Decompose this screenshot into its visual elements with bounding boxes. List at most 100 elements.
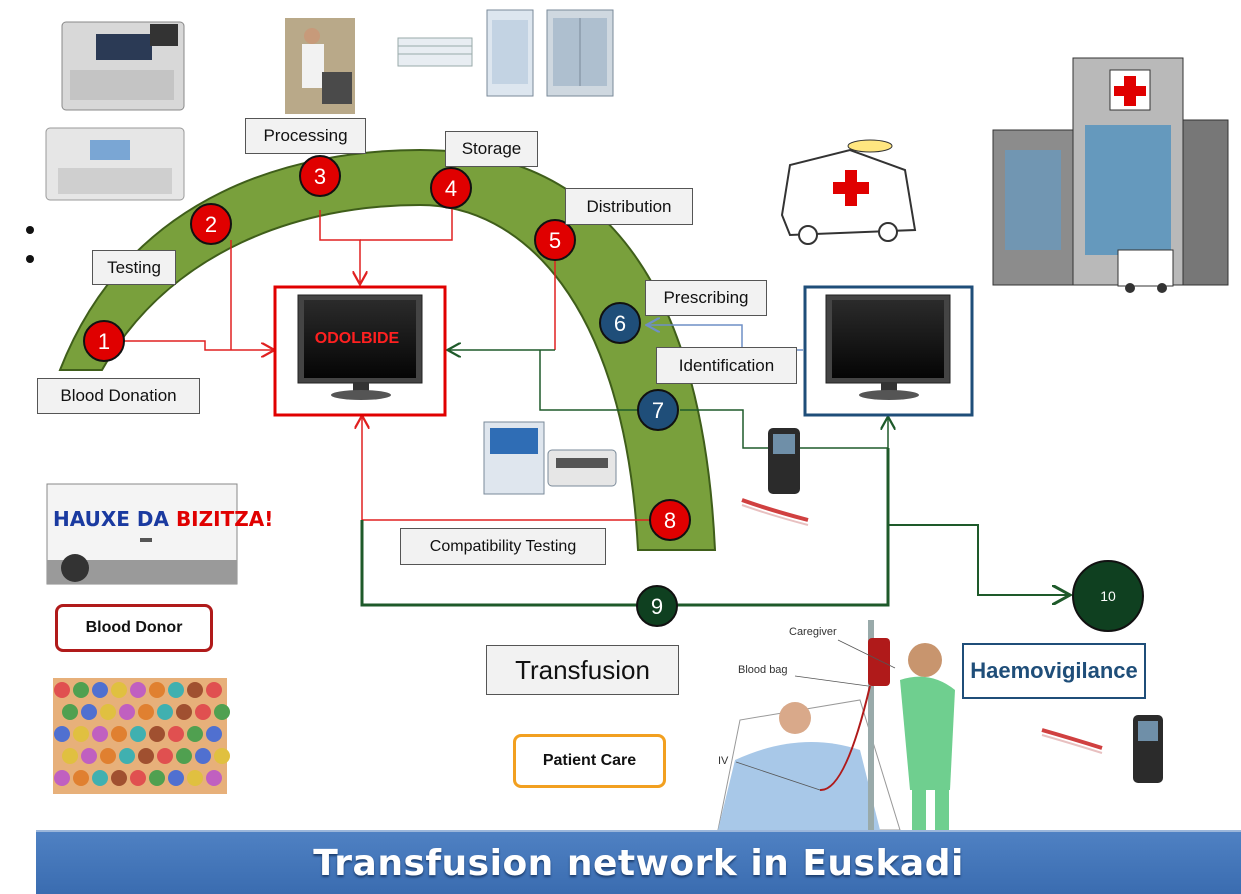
crowd-face	[119, 704, 135, 720]
label-blood-donor: Blood Donor	[55, 604, 213, 652]
haemo-scanner-icon	[1133, 715, 1163, 783]
step-9-number: 9	[651, 594, 663, 619]
crowd-face	[92, 682, 108, 698]
crowd-face	[168, 770, 184, 786]
step-7-circle	[637, 389, 679, 431]
step-1-circle	[83, 320, 125, 362]
step-2-number: 2	[205, 212, 217, 237]
caption-caregiver: Caregiver	[789, 626, 837, 638]
ambulance-icon	[780, 139, 917, 245]
crowd-face	[138, 704, 154, 720]
crowd-face	[54, 770, 70, 786]
plasma-racks-icon	[397, 37, 473, 67]
crowd-face	[100, 748, 116, 764]
footer-banner: Transfusion network in Euskadi	[36, 830, 1241, 894]
label-haemovigilance: Haemovigilance	[962, 643, 1146, 699]
crowd-face	[62, 704, 78, 720]
donation-bus-icon	[46, 483, 238, 585]
hospital-monitor-icon	[825, 294, 951, 400]
step-8-number: 8	[664, 508, 676, 533]
step-3-number: 3	[314, 164, 326, 189]
crowd-face	[187, 770, 203, 786]
haemo-wristband-icon	[1041, 728, 1103, 754]
crowd-face	[195, 704, 211, 720]
odolbide-screen-text: ODOLBIDE	[315, 330, 400, 347]
crowd-face	[206, 726, 222, 742]
crowd-face	[168, 726, 184, 742]
step-1-number: 1	[98, 329, 110, 354]
crowd-face	[157, 704, 173, 720]
step-9-circle	[636, 585, 678, 627]
label-storage: Storage	[445, 131, 538, 167]
crowd-face	[62, 748, 78, 764]
crowd-face	[130, 682, 146, 698]
label-transfusion: Transfusion	[486, 645, 679, 695]
step-6-number: 6	[614, 311, 626, 336]
crowd-face	[176, 748, 192, 764]
hospital-icon	[992, 57, 1229, 293]
edge-dot-bottom	[26, 255, 34, 263]
crowd-face	[214, 748, 230, 764]
crowd-face	[187, 682, 203, 698]
analyzer-top-icon	[61, 21, 185, 111]
step-5-number: 5	[549, 228, 561, 253]
crowd-face	[81, 748, 97, 764]
crowd-face	[100, 704, 116, 720]
crowd-face	[54, 726, 70, 742]
crowd-face	[130, 726, 146, 742]
step-6-circle	[599, 302, 641, 344]
label-distribution: Distribution	[565, 188, 693, 225]
green-connectors	[360, 350, 1068, 607]
label-identification: Identification	[656, 347, 797, 384]
crowd-face	[81, 704, 97, 720]
crowd-face	[138, 748, 154, 764]
freezer-icon	[546, 9, 614, 97]
step-3-circle	[299, 155, 341, 197]
label-prescribing: Prescribing	[645, 280, 767, 316]
crowd-face	[111, 770, 127, 786]
crowd-face	[176, 704, 192, 720]
page-title: Transfusion network in Euskadi	[313, 842, 964, 884]
crowd-face	[111, 726, 127, 742]
edge-dot-top	[26, 226, 34, 234]
crowd-face	[168, 682, 184, 698]
crowd-face	[73, 726, 89, 742]
step-5-circle	[534, 219, 576, 261]
patient-scene-icon	[717, 620, 955, 831]
wristband-icon	[741, 498, 809, 526]
step-10-circle	[1072, 560, 1144, 632]
crowd-face	[149, 770, 165, 786]
handheld-scanner-icon	[768, 428, 800, 494]
crowd-face	[73, 682, 89, 698]
crowd-face	[149, 682, 165, 698]
crowd-face	[149, 726, 165, 742]
crowd-face	[92, 770, 108, 786]
crowd-face	[111, 682, 127, 698]
step-4-number: 4	[445, 176, 457, 201]
crowd-face	[206, 682, 222, 698]
odolbide-monitor-icon	[297, 294, 423, 400]
compatibility-analyzer-icon	[483, 421, 617, 495]
label-processing: Processing	[245, 118, 366, 154]
crowd-face	[119, 748, 135, 764]
crowd-face	[73, 770, 89, 786]
step-2-circle	[190, 203, 232, 245]
step-8-circle	[649, 499, 691, 541]
analyzer-bottom-icon	[45, 127, 185, 201]
crowd-face	[206, 770, 222, 786]
crowd-face	[130, 770, 146, 786]
label-patient-care: Patient Care	[513, 734, 666, 788]
crowd-illustration-icon	[53, 678, 230, 794]
caption-iv: IV	[718, 755, 729, 767]
label-testing: Testing	[92, 250, 176, 285]
lab-technician-icon	[285, 18, 355, 114]
crowd-face	[195, 748, 211, 764]
crowd-face	[214, 704, 230, 720]
label-blood-donation: Blood Donation	[37, 378, 200, 414]
blood-fridge-icon	[486, 9, 534, 97]
crowd-face	[92, 726, 108, 742]
crowd-face	[187, 726, 203, 742]
step-10-number: 10	[1100, 588, 1116, 604]
label-compatibility-testing: Compatibility Testing	[400, 528, 606, 565]
